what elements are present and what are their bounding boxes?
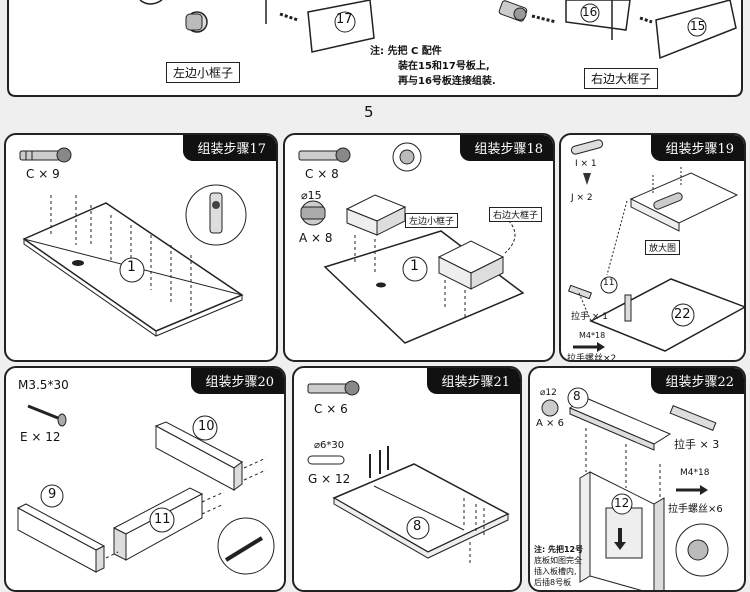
step-18-panel: 组装步骤18 C × 8 ⌀15 A × 8 左边小框子 右边大框子 1 [283,133,555,362]
cam-bolt-icon [298,147,351,163]
part-number-17: 17 [336,12,353,27]
part-number-1: 1 [127,259,136,275]
arrow-icon [676,485,708,495]
part-number-12: 12 [614,496,630,510]
a-count-label: A × 6 [536,418,564,429]
note-line-2: 装在15和17号板上, [398,61,490,72]
arrow-icon [614,528,626,550]
step-21-panel: 组装步骤21 C × 6 ⌀6*30 G × 12 8 [292,366,522,592]
c-count-label: C × 9 [26,167,60,181]
screw-count-label: 拉手螺丝×6 [668,504,723,515]
j-count-label: J × 2 [571,193,593,203]
part-number-11: 11 [154,512,171,527]
g-size-label: ⌀6*30 [314,440,345,451]
part-number-16: 16 [582,5,598,19]
note-line-1: 注: 先把 C 配件 [370,46,442,57]
screw-size-label: M4*18 [579,331,606,340]
step-18-drawing [298,142,525,344]
a-count-label: A × 8 [299,231,333,245]
cam-bolt-icon [19,147,72,163]
cam-bolt-icon [307,380,360,396]
top-strip: 17 16 15 左边小框子 右边大框子 注: 先把 C 配件 装在15和17号… [0,0,750,100]
step-19-drawing [567,139,744,352]
note-line-3: 再与16号板连接组装. [398,76,496,87]
step-22-title: 组装步骤22 [651,368,744,394]
step-21-title: 组装步骤21 [427,368,520,394]
cam-lock-icon [541,399,559,417]
cam-lock-icon [185,11,208,33]
page-number: 5 [364,103,374,121]
e-size-label: M3.5*30 [18,378,69,392]
right-box-label: 右边大框子 [489,207,543,222]
screw-size-label: M4*18 [680,468,710,478]
part-number-8: 8 [573,389,581,403]
c-count-label: C × 8 [305,167,339,181]
note-line-2: 底板如图完全 [534,556,582,565]
part-number-8: 8 [413,519,422,534]
handle-icon [570,139,604,155]
zoom-label: 放大图 [645,240,681,255]
screw-icon [583,173,591,185]
screw-count-label: 拉手螺丝×2 [567,354,617,362]
handle-count-label: 拉手 × 3 [674,438,720,451]
handle-count-label: 拉手 × 1 [571,312,608,322]
step-22-panel: 组装步骤22 ⌀12 A × 6 8 拉手 × 3 M4 [528,366,746,592]
step-20-drawing [16,404,275,575]
arrow-icon [573,342,605,352]
note-line-3: 插入板槽内, [534,567,577,576]
a-size-label: ⌀15 [301,189,322,202]
step-20-title: 组装步骤20 [191,368,284,394]
a-size-label: ⌀12 [540,388,557,398]
cam-bolt-icon [498,0,528,22]
right-frame-label: 右边大框子 [584,68,659,89]
note-line-1: 注: 先把12号 [534,545,584,554]
c-count-label: C × 6 [314,402,348,416]
step-18-title: 组装步骤18 [460,135,553,161]
step-22-drawing [541,387,729,590]
step-20-panel: 组装步骤20 M3.5*30 E × 12 10 9 11 [4,366,286,592]
step-17-drawing [19,147,247,337]
dowel-icon [307,455,345,465]
step-19-panel: 组装步骤19 I × 1 J × 2 放大图 11 拉手 × 1 M4*18 拉… [559,133,746,362]
part-number-10: 10 [198,419,215,434]
handle-icon [669,405,717,431]
screw-icon [27,404,67,427]
note-line-4: 后插8号板 [534,578,572,587]
left-box-label: 左边小框子 [405,213,459,228]
g-count-label: G × 12 [308,472,351,486]
part-number-15: 15 [690,19,706,33]
left-frame-label: 左边小框子 [166,62,241,83]
part-number-1: 1 [410,258,419,274]
step-19-title: 组装步骤19 [651,135,744,161]
part-number-11: 11 [603,278,615,288]
part-number-9: 9 [48,487,57,502]
i-count-label: I × 1 [575,159,597,169]
part-number-22: 22 [674,307,691,322]
cam-lock-icon [300,200,326,226]
e-count-label: E × 12 [20,430,61,444]
step-17-title: 组装步骤17 [183,135,276,161]
step-21-drawing [307,380,510,564]
step-17-panel: 组装步骤17 C × 9 1 [4,133,278,362]
